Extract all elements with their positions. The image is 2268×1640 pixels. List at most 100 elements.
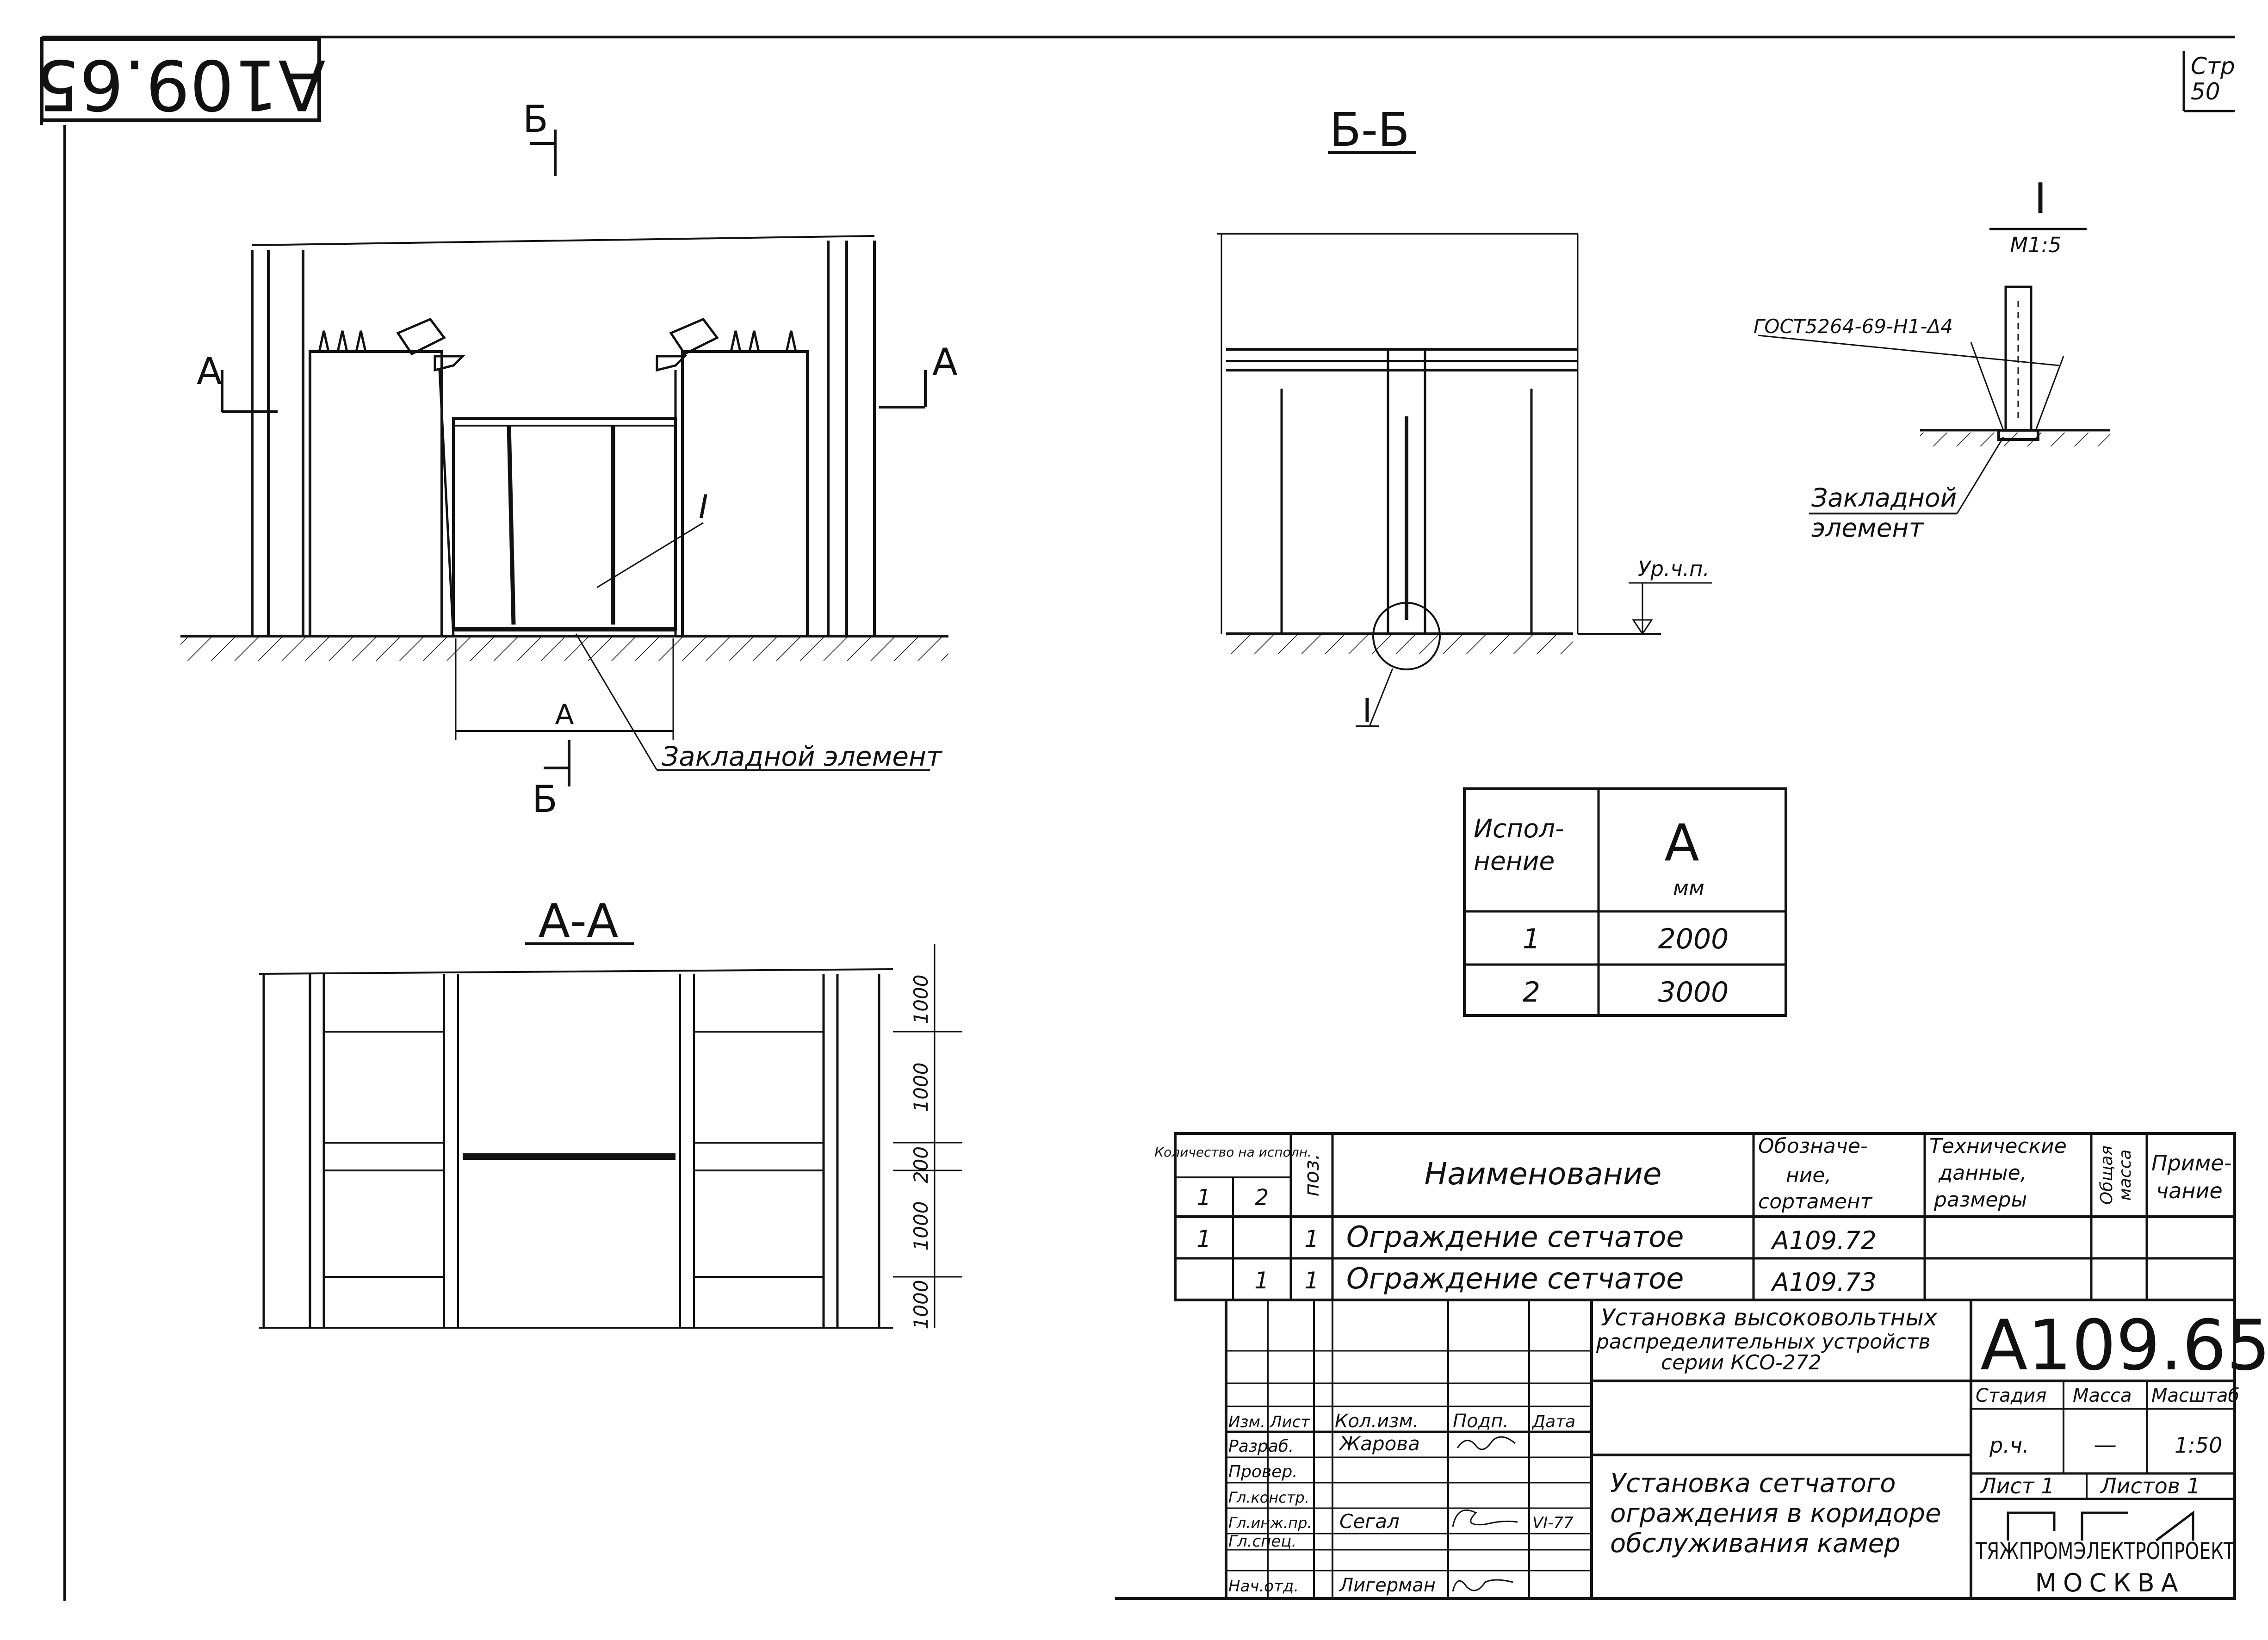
level-label: Ур.ч.п. (1638, 557, 1710, 581)
sheet-frame (40, 36, 2235, 1601)
signature-glinzh (1452, 1509, 1518, 1527)
role-glspec: Гл.спец. (1228, 1532, 1296, 1551)
org-logo (2007, 1510, 2194, 1541)
side-mark-right: А (932, 340, 958, 384)
front-callout: I (699, 488, 708, 526)
sign-header-date: Дата (1531, 1412, 1575, 1431)
sheet-number: Лист 1 (1979, 1473, 2054, 1498)
role-glinzh-name: Сегал (1339, 1510, 1400, 1533)
front-view: I А Закладной элемент А А Б Б (180, 98, 958, 821)
variant-table: Испол- нение А мм 1 2000 2 3000 (1463, 787, 1787, 1017)
variant-row1-variant: 1 (1523, 923, 1540, 955)
front-dim-label: А (555, 699, 574, 731)
title-block: Установка высоковольтных распределительн… (1225, 1299, 2268, 1600)
detail-title: I (2034, 174, 2047, 223)
role-glkonstr: Гл.констр. (1228, 1489, 1309, 1506)
drawing-title-line1: Установка сетчатого (1610, 1468, 1896, 1498)
cut-mark-bottom: Б (532, 778, 558, 821)
variant-header-col1-line1: Испол- (1474, 814, 1564, 843)
detail-embedded-1: Закладной (1811, 483, 1957, 513)
spec-row2-pos: 1 (1304, 1267, 1319, 1294)
city: МОСКВА (2035, 1568, 2184, 1597)
sign-header-list: Лист (1269, 1413, 1310, 1431)
ground-hatch (180, 637, 948, 661)
detail-marker: I (1363, 692, 1372, 730)
spec-header-mass-1: Общая (2097, 1145, 2116, 1205)
sign-header-podp: Подп. (1453, 1411, 1509, 1432)
section-bb: Б-Б I Ур.ч.п. (1217, 103, 1712, 730)
role-razrab: Разраб. (1228, 1437, 1294, 1456)
section-bb-title: Б-Б (1329, 103, 1409, 157)
page-number: 50 (2191, 78, 2220, 105)
stamp-box: А109.65 (35, 37, 326, 124)
spec-row1-qty1: 1 (1196, 1225, 1211, 1252)
project-title-line3: серии КСО-272 (1661, 1351, 1822, 1374)
sign-header-kol: Кол.изм. (1335, 1411, 1419, 1432)
mesh-fence (452, 417, 677, 631)
role-glinzh-date: VI-77 (1532, 1514, 1574, 1532)
role-nachotd: Нач.отд. (1228, 1577, 1299, 1596)
aa-dim-2: 1000 (910, 1063, 932, 1112)
spec-header-designation-1: Обозначе- (1758, 1134, 1868, 1158)
section-a-right: А (879, 340, 958, 408)
spec-header-designation-3: сортамент (1758, 1190, 1873, 1213)
role-razrab-name: Жарова (1338, 1432, 1420, 1455)
side-mark-left: А (197, 350, 222, 393)
spec-header-qty: Количество на исполн. (1154, 1145, 1312, 1160)
spec-row1-pos: 1 (1304, 1225, 1319, 1252)
detail-gost: ГОСТ5264-69-Н1-Δ4 (1754, 315, 1953, 338)
spec-row2-qty2: 1 (1254, 1267, 1269, 1294)
role-prover: Провер. (1228, 1462, 1298, 1481)
detail-embedded-2: элемент (1811, 513, 1924, 543)
spec-header-tech-2: данные, (1938, 1161, 2027, 1185)
variant-row2-variant: 2 (1523, 976, 1540, 1009)
sheets-total: Листов 1 (2100, 1473, 2200, 1498)
spec-header-name: Наименование (1425, 1156, 1662, 1192)
sign-header-izm: Изм. (1228, 1413, 1265, 1431)
section-a-left: А (197, 350, 278, 413)
aa-dim-4: 1000 (910, 1201, 932, 1251)
bb-ground-hatch (1226, 635, 1573, 654)
spec-header-qty-2: 2 (1255, 1185, 1269, 1211)
variant-row1-value: 2000 (1658, 923, 1729, 955)
aa-dim-3: 200 (910, 1146, 932, 1183)
spec-header-tech-3: размеры (1933, 1188, 2027, 1212)
section-aa: А-А 1000 1000 200 1000 1000 (259, 894, 962, 1329)
drawing-title-line2: ограждения в коридоре (1610, 1498, 1941, 1529)
stage-value: р.ч. (1989, 1433, 2029, 1458)
signature-nachotd (1452, 1579, 1513, 1592)
stage-header: Стадия (1976, 1385, 2046, 1406)
scale-header: Масштаб (2151, 1385, 2239, 1406)
left-insulators (318, 317, 466, 372)
spec-header-note-2: чание (2156, 1178, 2223, 1203)
embedded-element-label: Закладной элемент (662, 741, 943, 772)
right-insulators (656, 317, 797, 372)
section-aa-title: А-А (539, 894, 619, 948)
project-title-line1: Установка высоковольтных (1601, 1304, 1938, 1331)
role-nachotd-name: Лигерман (1338, 1575, 1436, 1596)
page-label: Стр (2191, 53, 2235, 80)
detail-ground (1920, 433, 2110, 446)
aa-dim-5: 1000 (910, 1280, 932, 1330)
variant-header-col2-unit: мм (1673, 876, 1704, 900)
spec-table: Количество на исполн. 1 2 поз. Наименова… (1154, 1132, 2236, 1301)
project-title-line2: распределительных устройств (1596, 1330, 1930, 1354)
detail-i: I М1:5 ГОСТ5264-69-Н1-Δ4 Закладной элеме… (1754, 174, 2110, 543)
signature-razrab (1456, 1436, 1516, 1450)
spec-row1-designation: А109.72 (1771, 1226, 1877, 1255)
drawing-title-line3: обслуживания камер (1610, 1529, 1901, 1559)
cut-mark-top: Б (523, 98, 548, 141)
detail-circle (1372, 602, 1441, 670)
right-cabinet (681, 350, 809, 637)
mass-value: — (2094, 1431, 2117, 1458)
section-b-top: Б (523, 98, 557, 176)
spec-row2-designation: А109.73 (1771, 1268, 1877, 1297)
mass-header: Масса (2073, 1385, 2132, 1406)
page-number-box: Стр 50 (2182, 51, 2235, 112)
detail-scale: М1:5 (2010, 233, 2061, 257)
spec-row1-name: Ограждение сетчатое (1346, 1220, 1684, 1254)
left-cabinet (309, 350, 443, 637)
stamp-number: А109.65 (35, 44, 325, 124)
